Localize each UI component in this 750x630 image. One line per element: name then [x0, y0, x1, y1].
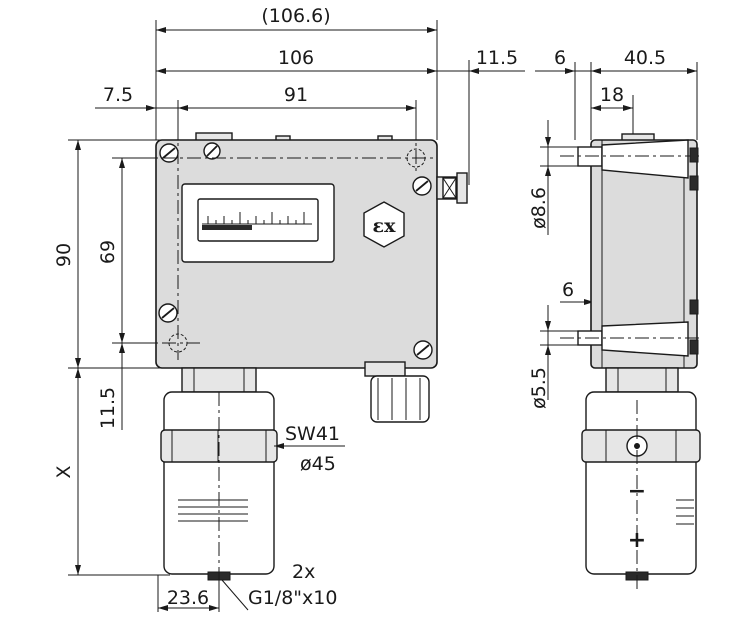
dim-hole-offset-left: 7.5: [103, 84, 133, 106]
gauge-scale-ticks: [207, 212, 305, 224]
side-dim-inner: 18: [600, 84, 624, 106]
dim-overall-width: (106.6): [261, 5, 330, 27]
port-offset-label: 23.6: [167, 587, 209, 609]
side-view-housing: [560, 133, 700, 369]
top-dimension-lines: [95, 20, 525, 185]
side-dim-small: 6: [554, 47, 566, 69]
dim-housing-width: 106: [278, 47, 314, 69]
front-view-housing: εx: [112, 125, 468, 369]
dim-lower-offset: 11.5: [97, 387, 119, 429]
ex-mark-icon: [363, 201, 405, 248]
minus-terminal-label: −: [628, 479, 646, 504]
screw-icon: [158, 303, 178, 323]
side-hole-dia-lower: ø5.5: [528, 367, 550, 409]
side-hole-dia-upper: ø8.6: [528, 187, 550, 229]
dim-sensor-length: X: [53, 465, 75, 478]
screw-icon: [413, 340, 433, 360]
side-dim-depth: 40.5: [624, 47, 666, 69]
front-view-sensor: [160, 367, 278, 590]
sensor-annotation-lines: [157, 443, 345, 612]
left-dimension-lines: [68, 139, 170, 576]
dim-hole-spacing-v: 69: [97, 240, 119, 264]
side-view-sensor: [581, 367, 701, 590]
dim-gland-offset: 11.5: [476, 47, 518, 69]
port-thread-label: G1/8"x10: [248, 587, 337, 609]
screw-icon: [412, 176, 432, 196]
cable-gland: [364, 361, 430, 423]
port-count-label: 2x: [292, 561, 315, 583]
dim-housing-height: 90: [53, 243, 75, 267]
ex-mark-label: εx: [373, 215, 397, 237]
screw-icon: [159, 143, 179, 163]
sensor-diameter-label: ø45: [300, 453, 336, 475]
wrench-size-label: SW41: [285, 423, 340, 445]
plus-terminal-label: +: [628, 528, 646, 553]
dim-hole-spacing-h: 91: [284, 84, 308, 106]
side-dim-6: 6: [562, 279, 574, 301]
screw-icon: [203, 142, 221, 160]
